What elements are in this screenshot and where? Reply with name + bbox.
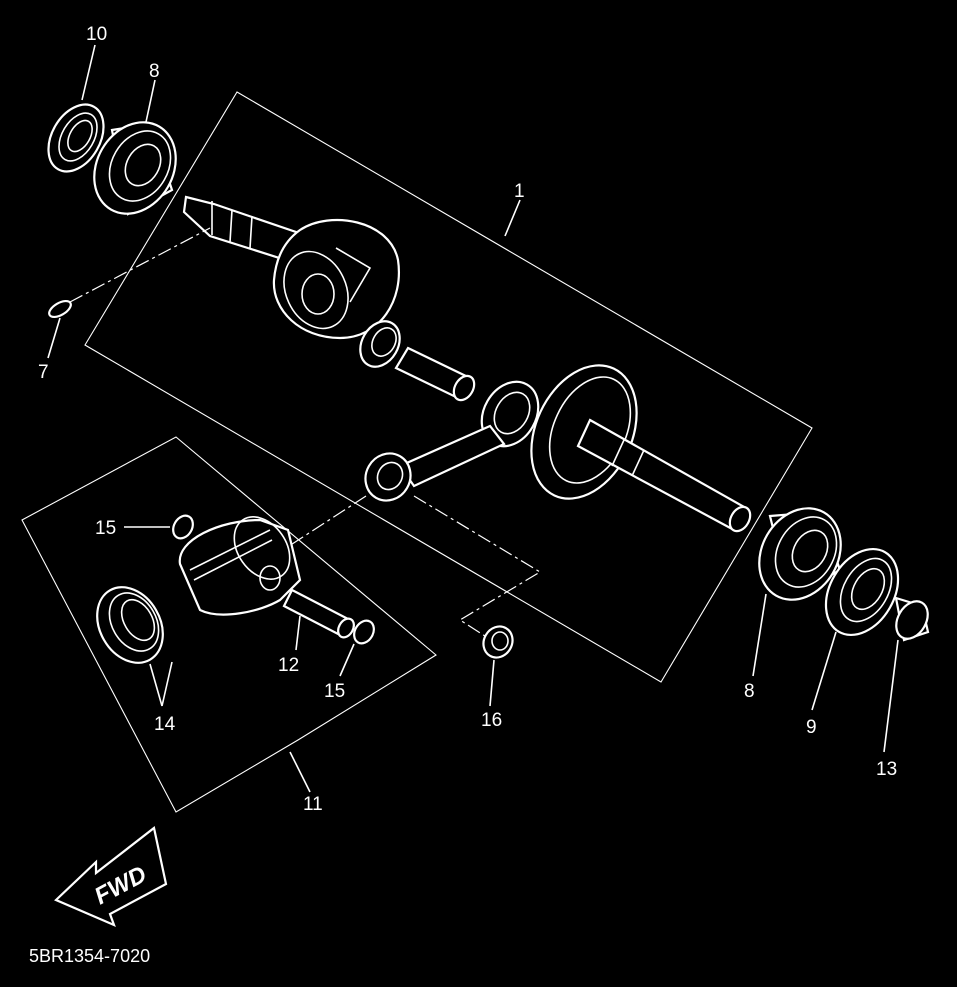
callout-10: 10	[86, 24, 107, 45]
bearing-right	[758, 507, 842, 601]
connecting-rod	[364, 380, 540, 502]
leader-lines	[47, 44, 899, 793]
piston-rings	[96, 586, 164, 664]
crankshaft-left-half	[182, 195, 400, 340]
callout-8-right: 8	[744, 681, 755, 702]
drawing-code: 5BR1354-7020	[29, 946, 150, 966]
callout-9: 9	[806, 717, 817, 738]
oil-seal-left	[47, 103, 105, 173]
alignment-line-rod-piston	[285, 495, 367, 549]
crank-pin	[394, 346, 476, 402]
callout-13: 12	[278, 655, 299, 676]
piston-pin-clip-upper	[172, 514, 194, 540]
piston-pin-clip-lower	[353, 619, 375, 645]
alignment-line-bearing	[413, 495, 542, 639]
callout-1: 1	[514, 181, 525, 202]
callout-8-left: 8	[149, 61, 160, 82]
small-end-bearing	[482, 625, 514, 659]
piston	[178, 516, 302, 616]
crank-pin-bearing	[359, 320, 401, 368]
collar	[894, 596, 930, 642]
callout-15-upper: 15	[95, 518, 116, 539]
callout-15-lower: 15	[324, 681, 345, 702]
woodruff-key	[48, 227, 211, 319]
callout-12: 11	[303, 794, 323, 815]
callout-14: 14	[154, 714, 176, 735]
crankshaft-group-outline	[84, 91, 813, 683]
piston-group-outline	[21, 436, 437, 813]
crankshaft-right-half	[530, 364, 752, 533]
callout-11: 13	[876, 759, 897, 780]
piston-pin	[282, 588, 355, 639]
bearing-left	[93, 121, 177, 216]
oil-seal-right	[824, 547, 900, 637]
callout-16: 16	[481, 710, 502, 731]
callout-7: 7	[38, 362, 49, 383]
forward-direction-arrow: FWD	[54, 826, 168, 928]
